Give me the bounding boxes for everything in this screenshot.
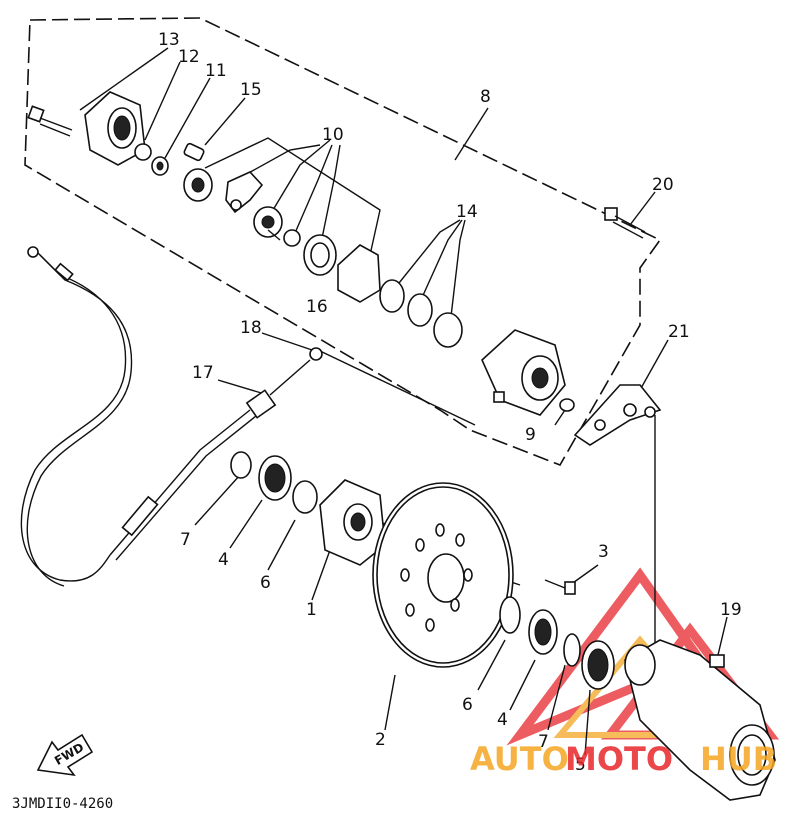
cover-13 [84,91,146,166]
seal-4a [258,455,292,501]
brake-cable [20,246,133,587]
callout-13: 13 [158,30,180,50]
pin-15 [183,142,205,162]
callout-labels: 13 12 11 15 10 8 20 14 16 18 17 21 9 7 4… [158,30,742,775]
bolt-19 [709,654,725,668]
housing-8 [481,329,566,416]
washer-9 [559,398,575,412]
gasket-10 [337,244,381,303]
oring-6a [292,480,318,514]
bolt-13 [27,105,73,137]
rings-14 [379,279,463,348]
fwd-arrow-icon: FWD [36,733,94,777]
bracket-21 [573,384,662,446]
gear-assembly-10 [183,168,301,247]
washer-12 [134,143,152,161]
watermark-text: AUTO MOTO HUB [470,740,777,778]
watermark-hub: HUB [700,740,777,778]
watermark-moto: MOTO [565,740,673,778]
callout-19: 19 [720,600,742,620]
callout-15: 15 [240,80,262,100]
callout-1: 1 [306,600,317,620]
callout-6a: 6 [260,573,271,593]
callout-12: 12 [178,47,200,67]
nut-18 [309,347,323,361]
callout-6b: 6 [462,695,473,715]
callout-7a: 7 [180,530,191,550]
hub-1 [319,479,386,566]
callout-20: 20 [652,175,674,195]
diagram-code: 3JMDII0-4260 [12,796,113,812]
bearing-16 [303,234,337,276]
oring-7b [563,633,581,667]
bolt-20 [604,207,646,239]
assembly-outline [24,17,662,466]
oring-7a [230,451,252,479]
callout-4b: 4 [497,710,508,730]
callout-3: 3 [598,542,609,562]
callout-16: 16 [306,297,328,317]
axle-housing [624,639,776,801]
bolt-3 [544,579,576,595]
callout-18: 18 [240,318,262,338]
callout-17: 17 [192,363,214,383]
oring-6b [499,596,521,634]
callout-5: 5 [575,755,586,775]
watermark-auto: AUTO [470,740,569,778]
nut-11 [151,156,169,176]
callout-4a: 4 [218,550,229,570]
leader-lines [79,47,728,756]
brake-disc-2 [372,482,514,668]
adjuster-17 [109,359,311,561]
callout-14: 14 [456,202,478,222]
callout-7b: 7 [538,732,549,752]
callout-21: 21 [668,322,690,342]
callout-9: 9 [525,425,536,445]
callout-11: 11 [205,61,227,81]
callout-8: 8 [480,87,491,107]
seal-4b [528,609,558,655]
callout-10: 10 [322,125,344,145]
callout-2: 2 [375,730,386,750]
bearing-5 [581,640,615,690]
